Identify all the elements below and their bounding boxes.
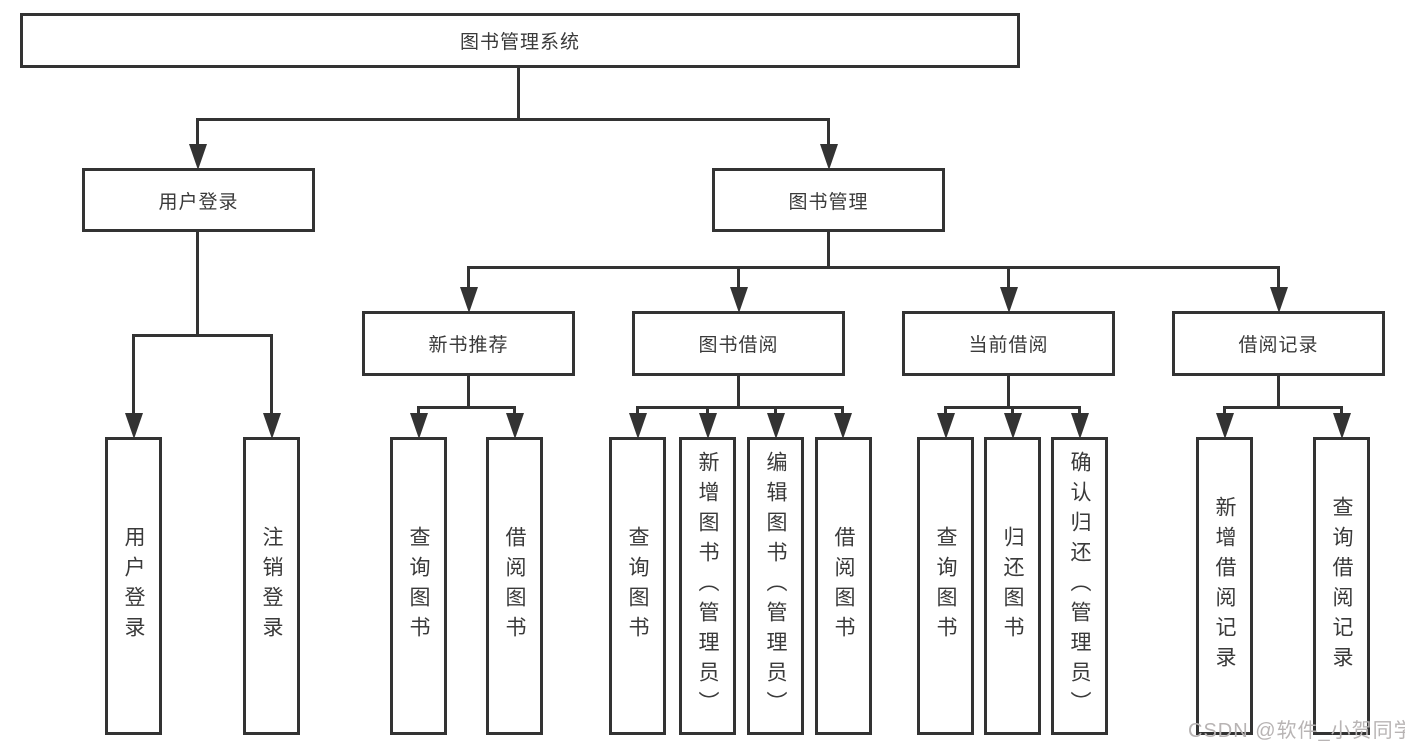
node-book-borrow-label: 图书借阅 [698,335,779,356]
connector-group4-drop-1 [1223,406,1226,416]
connector-group1-rail [417,406,516,409]
node-current-borrow-label: 当前借阅 [968,335,1049,356]
arrow-down-icon [1071,413,1089,439]
arrow-down-icon [410,413,428,439]
leaf-query-book-2-label: 查询图书 [626,526,649,646]
connector-level3-drop-2 [737,266,740,290]
arrow-down-icon [834,413,852,439]
arrow-down-icon [1270,287,1288,313]
leaf-return-book-label: 归还图书 [1001,526,1024,646]
leaf-add-borrow-record-label: 新增借阅记录 [1213,496,1236,676]
connector-level3-rail [467,266,1280,269]
connector-group3-drop-3 [1078,406,1081,416]
connector-user-login-stem [196,232,199,336]
node-root: 图书管理系统 [20,13,1020,68]
connector-group1-stem [467,376,470,408]
leaf-query-book-1: 查询图书 [390,437,447,735]
arrow-down-icon [1216,413,1234,439]
connector-group2-stem [737,376,740,408]
node-book-management-label: 图书管理 [788,191,869,213]
leaf-logout-label: 注销登录 [260,526,283,646]
arrow-down-icon [189,144,207,170]
arrow-down-icon [629,413,647,439]
arrow-down-icon [730,287,748,313]
connector-level2-drop-right [827,118,830,148]
node-book-borrow: 图书借阅 [632,311,845,376]
leaf-query-book-2: 查询图书 [609,437,666,735]
node-user-login: 用户登录 [82,168,315,232]
leaf-edit-book-admin: 编辑图书（管理员） [747,437,804,735]
csdn-watermark: CSDN @软件_小贺同学 [1188,720,1405,742]
leaf-user-login: 用户登录 [105,437,162,735]
leaf-confirm-return-admin-label: 确认归还（管理员） [1068,451,1091,721]
connector-group1-drop-2 [513,406,516,416]
leaf-query-book-3-label: 查询图书 [934,526,957,646]
leaf-query-book-1-label: 查询图书 [407,526,430,646]
connector-user-login-rail [132,334,273,337]
node-new-book-recommend: 新书推荐 [362,311,575,376]
node-book-management: 图书管理 [712,168,945,232]
leaf-confirm-return-admin: 确认归还（管理员） [1051,437,1108,735]
arrow-down-icon [767,413,785,439]
connector-group4-rail [1223,406,1343,409]
connector-user-login-drop-2 [270,334,273,414]
arrow-down-icon [1333,413,1351,439]
leaf-user-login-label: 用户登录 [122,526,145,646]
connector-group2-drop-4 [841,406,844,416]
leaf-edit-book-admin-label: 编辑图书（管理员） [764,451,787,721]
node-user-login-label: 用户登录 [158,191,239,213]
leaf-borrow-book-2-label: 借阅图书 [832,526,855,646]
connector-group3-drop-2 [1011,406,1014,416]
connector-level3-drop-4 [1277,266,1280,290]
arrow-down-icon [263,413,281,439]
leaf-borrow-book-1-label: 借阅图书 [503,526,526,646]
connector-group3-stem [1007,376,1010,408]
arrow-down-icon [460,287,478,313]
leaf-borrow-book-1: 借阅图书 [486,437,543,735]
connector-group4-stem [1277,376,1280,408]
connector-root-stem [517,68,520,120]
connector-level2-drop-left [196,118,199,148]
connector-group4-drop-2 [1340,406,1343,416]
node-new-book-recommend-label: 新书推荐 [428,335,509,356]
arrow-down-icon [820,144,838,170]
leaf-logout: 注销登录 [243,437,300,735]
connector-group3-drop-1 [944,406,947,416]
node-root-label: 图书管理系统 [459,32,580,53]
arrow-down-icon [125,413,143,439]
arrow-down-icon [937,413,955,439]
node-borrow-record-label: 借阅记录 [1238,335,1319,356]
leaf-add-book-admin: 新增图书（管理员） [679,437,736,735]
connector-group2-drop-3 [774,406,777,416]
leaf-borrow-book-2: 借阅图书 [815,437,872,735]
arrow-down-icon [1000,287,1018,313]
connector-level3-drop-1 [467,266,470,290]
leaf-query-borrow-record: 查询借阅记录 [1313,437,1370,735]
arrow-down-icon [699,413,717,439]
connector-level3-drop-3 [1007,266,1010,290]
arrow-down-icon [506,413,524,439]
leaf-query-book-3: 查询图书 [917,437,974,735]
connector-group2-drop-2 [706,406,709,416]
connector-level2-rail [196,118,830,121]
node-borrow-record: 借阅记录 [1172,311,1385,376]
arrow-down-icon [1004,413,1022,439]
connector-user-login-drop-1 [132,334,135,414]
connector-group2-drop-1 [636,406,639,416]
connector-group1-drop-1 [417,406,420,416]
leaf-query-borrow-record-label: 查询借阅记录 [1330,496,1353,676]
node-current-borrow: 当前借阅 [902,311,1115,376]
leaf-add-borrow-record: 新增借阅记录 [1196,437,1253,735]
leaf-add-book-admin-label: 新增图书（管理员） [696,451,719,721]
connector-book-mgmt-stem [827,232,830,268]
connector-group2-rail [636,406,844,409]
leaf-return-book: 归还图书 [984,437,1041,735]
